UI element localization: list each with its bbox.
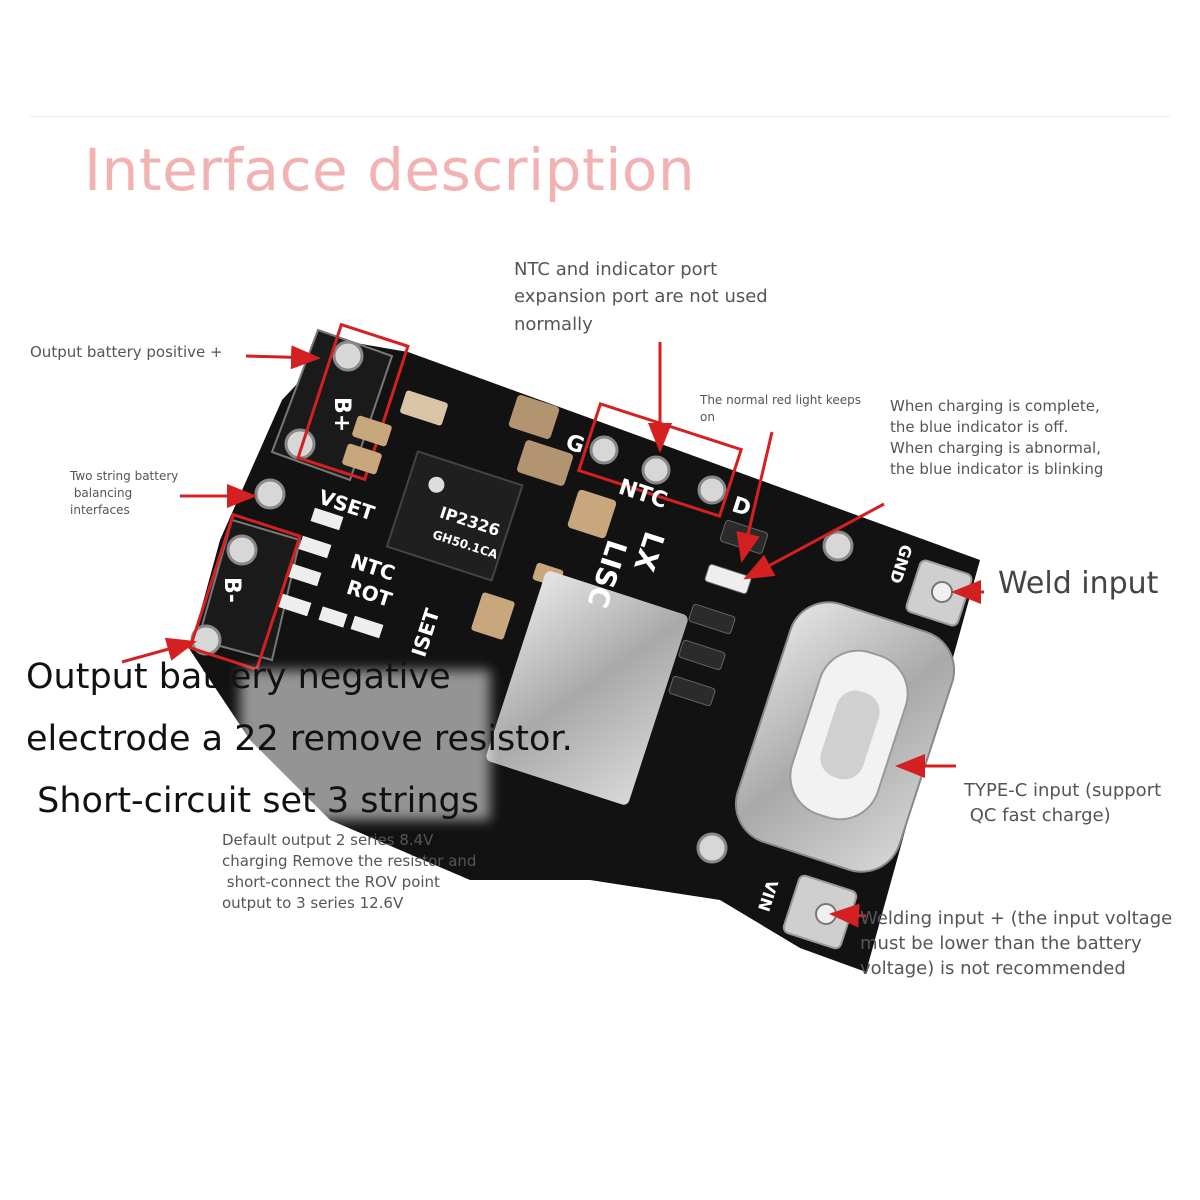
arrow-red-light xyxy=(736,431,774,563)
welding-line-2: must be lower than the battery xyxy=(860,933,1142,955)
bminus-highlight xyxy=(188,512,302,672)
inductor xyxy=(486,571,688,805)
blue-line-2: the blue indicator is off. xyxy=(890,418,1069,436)
arrow-negative xyxy=(121,637,197,664)
balancing-line-3: interfaces xyxy=(70,502,130,517)
welding-line-3: voltage) is not recommended xyxy=(860,958,1126,980)
arrow-positive xyxy=(245,345,321,370)
typec-line-1: TYPE-C input (support xyxy=(964,780,1162,801)
welding-line-1: Welding input + (the input voltage xyxy=(860,908,1173,929)
balancing-line-1: Two string battery xyxy=(70,469,179,483)
ic-chip: IP2326 GH50.1CA xyxy=(385,450,524,582)
label-red-light: The normal red light keeps on xyxy=(700,392,861,426)
pad-bminus xyxy=(226,534,258,566)
negative-line-1: Output battery negative xyxy=(26,657,451,697)
pad-ntc xyxy=(641,455,671,485)
label-default-output: Default output 2 series 8.4V charging Re… xyxy=(222,830,476,914)
arrow-blue-indicator xyxy=(743,502,885,580)
page-title: Interface description xyxy=(84,136,696,204)
pad-vin-hole xyxy=(696,832,728,864)
red-light-line-1: The normal red light keeps xyxy=(700,393,862,407)
default-line-4: output to 3 series 12.6V xyxy=(222,894,404,912)
label-blue-indicator: When charging is complete, the blue indi… xyxy=(890,396,1103,480)
blue-line-1: When charging is complete, xyxy=(890,397,1100,415)
negative-line-3: Short-circuit set 3 strings xyxy=(26,781,479,821)
red-light-line-2: on xyxy=(700,409,715,424)
label-welding-input: Welding input + (the input voltage must … xyxy=(860,906,1172,982)
label-ntc-port: NTC and indicator port expansion port ar… xyxy=(514,256,768,338)
pads xyxy=(190,340,973,950)
label-bplus: B+ xyxy=(329,397,354,432)
arrow-welding xyxy=(829,903,867,928)
balancing-line-2: balancing xyxy=(70,485,133,500)
ntc-line-2: expansion port are not used xyxy=(514,286,768,308)
pad-bplus xyxy=(332,340,364,372)
ntc-line-3: normally xyxy=(514,313,593,335)
pad-balance xyxy=(254,478,286,510)
annotation-arrows xyxy=(121,342,984,928)
label-negative-caption: Output battery negative electrode a 22 r… xyxy=(26,646,573,832)
negative-line-2: electrode a 22 remove resistor. xyxy=(26,719,573,759)
top-divider xyxy=(30,116,1170,117)
default-line-1: Default output 2 series 8.4V xyxy=(222,831,434,849)
ntc-line-1: NTC and indicator port xyxy=(514,259,718,280)
default-line-3: short-connect the ROV point xyxy=(222,873,440,891)
pad-d xyxy=(697,475,727,505)
blue-line-4: the blue indicator is blinking xyxy=(890,460,1104,478)
label-bminus: B- xyxy=(219,577,244,603)
label-balancing: Two string battery balancing interfaces xyxy=(70,468,178,518)
usb-c-connector xyxy=(734,601,956,873)
label-weld-input: Weld input xyxy=(998,566,1159,601)
label-output-positive: Output battery positive + xyxy=(30,343,223,361)
pad-g xyxy=(589,435,619,465)
blue-line-3: When charging is abnormal, xyxy=(890,439,1101,457)
bplus-highlight xyxy=(296,322,410,482)
typec-line-2: QC fast charge) xyxy=(964,805,1111,827)
silkscreen-labels: B+ B- VSET NTC ROT ISET G NTC D LX LISC … xyxy=(219,397,916,914)
pad-gnd-hole xyxy=(822,530,854,562)
caption-backdrop xyxy=(240,670,490,820)
default-line-2: charging Remove the resistor and xyxy=(222,852,477,870)
label-typec: TYPE-C input (support QC fast charge) xyxy=(964,778,1161,828)
